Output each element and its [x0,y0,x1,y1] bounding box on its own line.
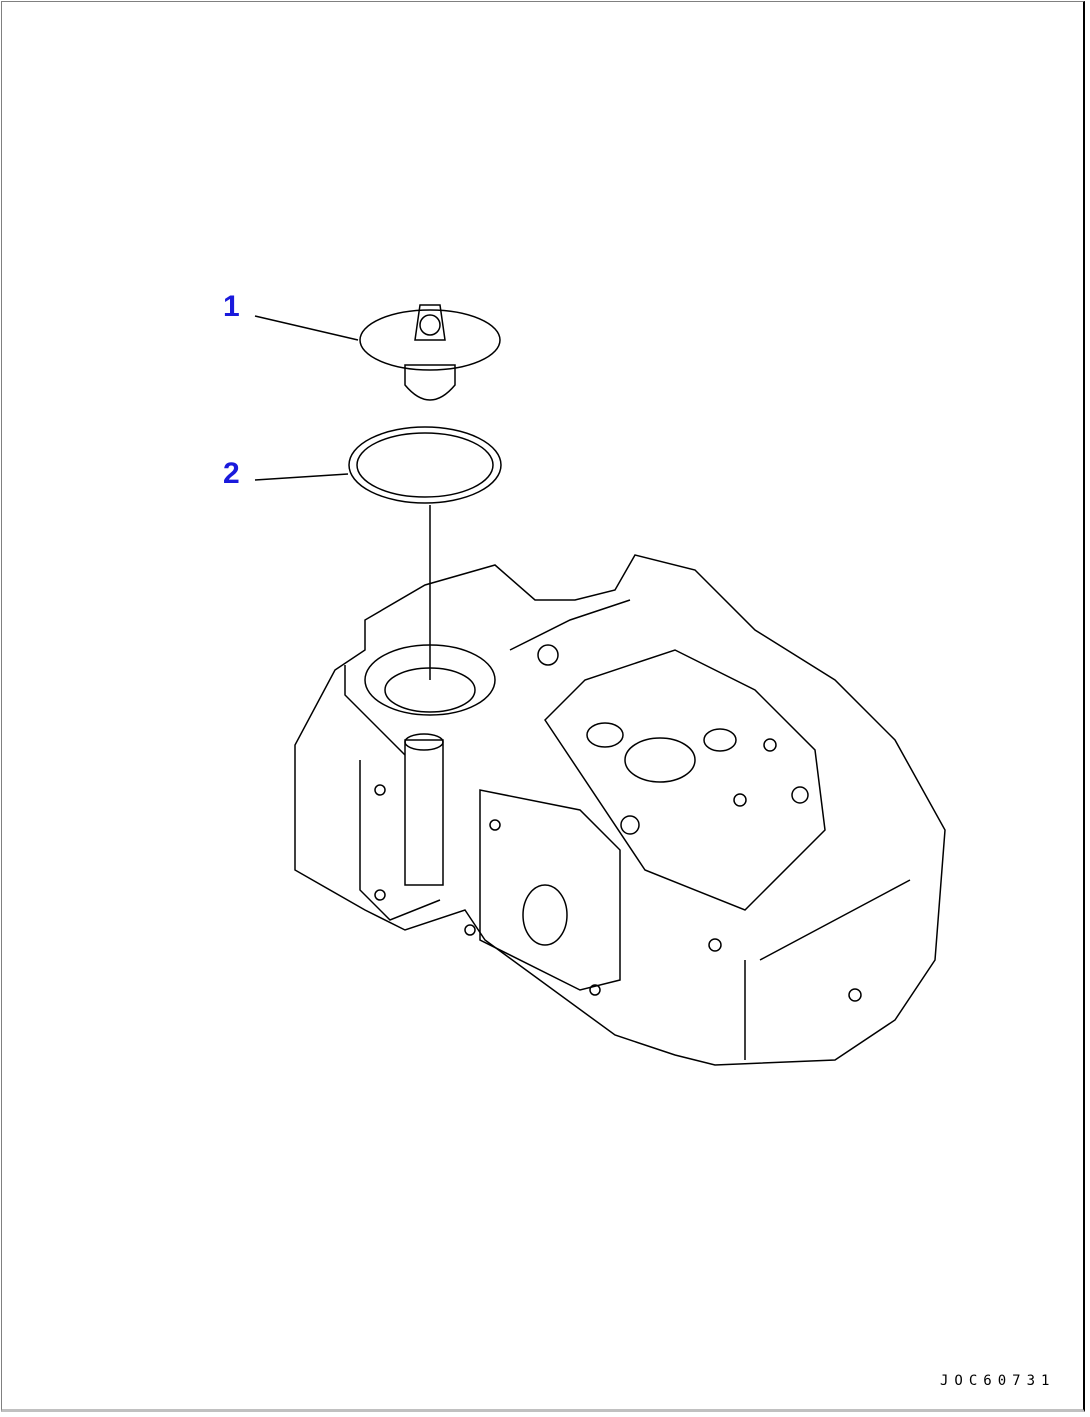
cylinder-head [294,554,946,1066]
o-ring[interactable] [348,426,502,504]
callout-1[interactable]: 1 [223,290,240,323]
thermostat[interactable] [359,304,501,401]
drawing-code: JOC60731 [940,1373,1056,1389]
leader-line-1 [254,315,359,341]
leader-line-2 [254,473,349,481]
callout-2[interactable]: 2 [223,457,240,490]
